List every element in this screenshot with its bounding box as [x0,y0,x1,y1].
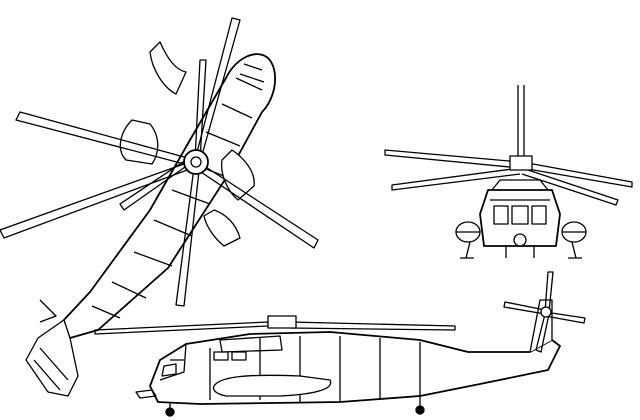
front-view-landing-gear [460,241,582,259]
side-view-engine [219,335,283,353]
side-view-tail-rotor [503,271,586,353]
side-view [94,271,586,417]
side-view-sponson [212,374,332,397]
side-view-landing-gear [165,396,425,417]
front-view-rotor-left [384,149,521,191]
side-view-rotor-head [267,315,297,329]
top-view-sponsons [119,41,255,247]
front-view [384,85,633,259]
top-view-rotor-blades [0,17,319,307]
front-view-mast [517,85,525,160]
front-view-rotor-right [521,161,633,206]
front-view-rotor-head [509,155,533,171]
side-view-fuselage [149,331,561,405]
front-view-fuselage [479,189,561,247]
side-view-refuel-probe [135,389,157,399]
top-view [0,17,319,397]
top-view-tail [25,299,79,397]
